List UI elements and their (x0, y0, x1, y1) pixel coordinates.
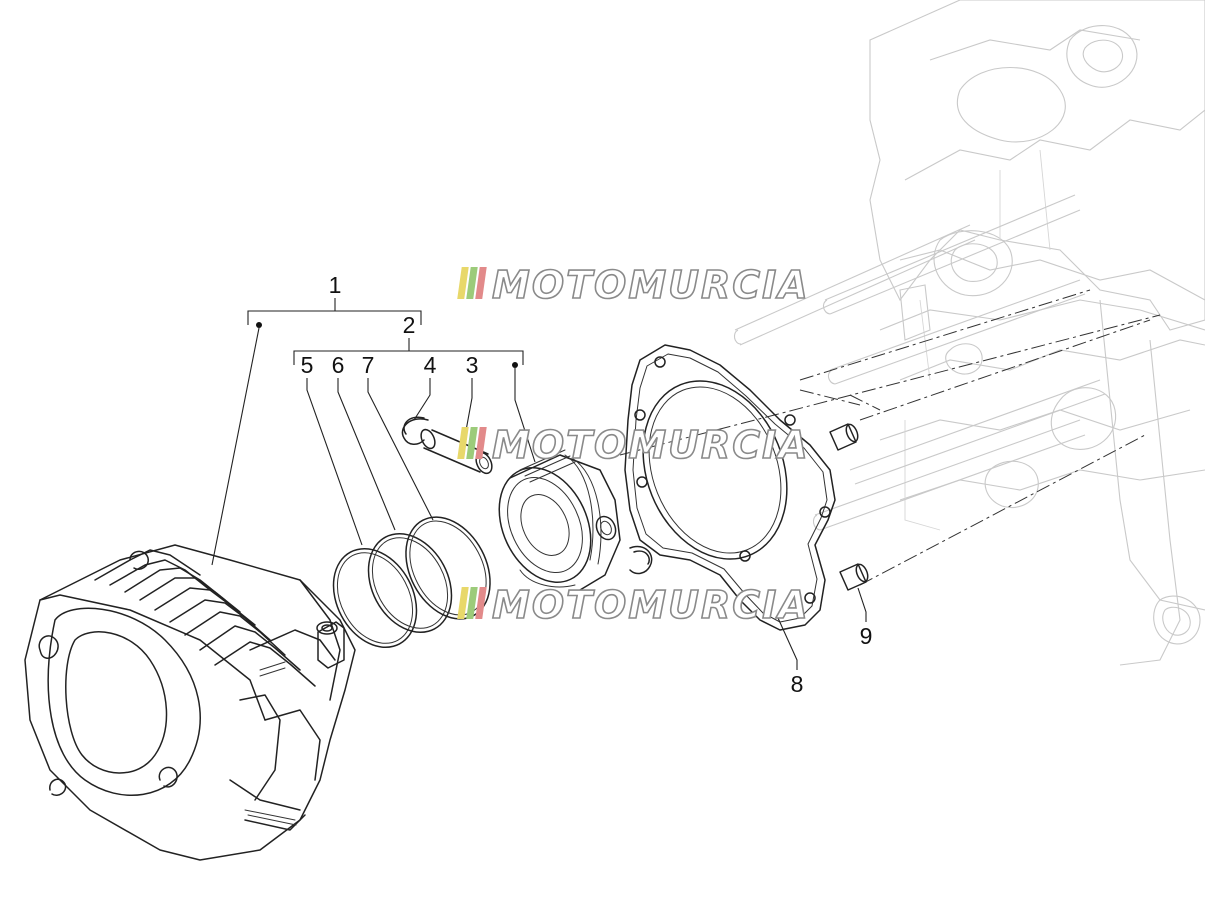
callout-1: 1 (329, 272, 342, 298)
watermark-top: MOTOMURCIA (457, 262, 810, 308)
engine-crankcase-background (733, 0, 1205, 666)
watermark-text: MOTOMURCIA (492, 583, 810, 627)
bracket-1 (247, 298, 422, 328)
watermark-stripe (475, 267, 487, 299)
watermark-stripe (466, 267, 478, 299)
dowel-pin-9 (839, 563, 869, 591)
assembly-axis-lines (619, 289, 1161, 586)
bracket-2-dot (512, 362, 518, 368)
watermark-stripe (457, 427, 469, 459)
watermark-stripe (457, 587, 469, 619)
leader-lines (211, 327, 867, 670)
circlip-4 (401, 416, 429, 445)
callout-5: 5 (301, 352, 314, 378)
callout-labels: 1 2 3 4 5 6 7 8 9 (301, 272, 873, 697)
watermark-middle: MOTOMURCIA (457, 422, 810, 468)
callout-7: 7 (362, 352, 375, 378)
callout-8: 8 (791, 671, 804, 697)
dowel-pin-upper (829, 423, 859, 451)
watermark-stripe (466, 587, 478, 619)
watermark-text: MOTOMURCIA (492, 263, 810, 307)
callout-9: 9 (860, 623, 873, 649)
watermark-stripe (466, 427, 478, 459)
piston-ring-5 (332, 547, 418, 649)
bracket-1-dot (256, 322, 262, 328)
piston-part (498, 449, 621, 591)
callout-3: 3 (466, 352, 479, 378)
cylinder-part (24, 544, 356, 861)
callout-2: 2 (403, 312, 416, 338)
watermark-bottom: MOTOMURCIA (457, 582, 810, 628)
circlip-lower (629, 545, 653, 575)
watermark-stripe (457, 267, 469, 299)
watermark-stripe (475, 427, 487, 459)
callout-4: 4 (424, 352, 437, 378)
base-gasket-8 (624, 344, 836, 631)
bracket-2 (293, 338, 524, 368)
watermark-stripe (475, 587, 487, 619)
piston-ring-6 (367, 532, 453, 634)
callout-6: 6 (332, 352, 345, 378)
watermark-text: MOTOMURCIA (492, 423, 810, 467)
